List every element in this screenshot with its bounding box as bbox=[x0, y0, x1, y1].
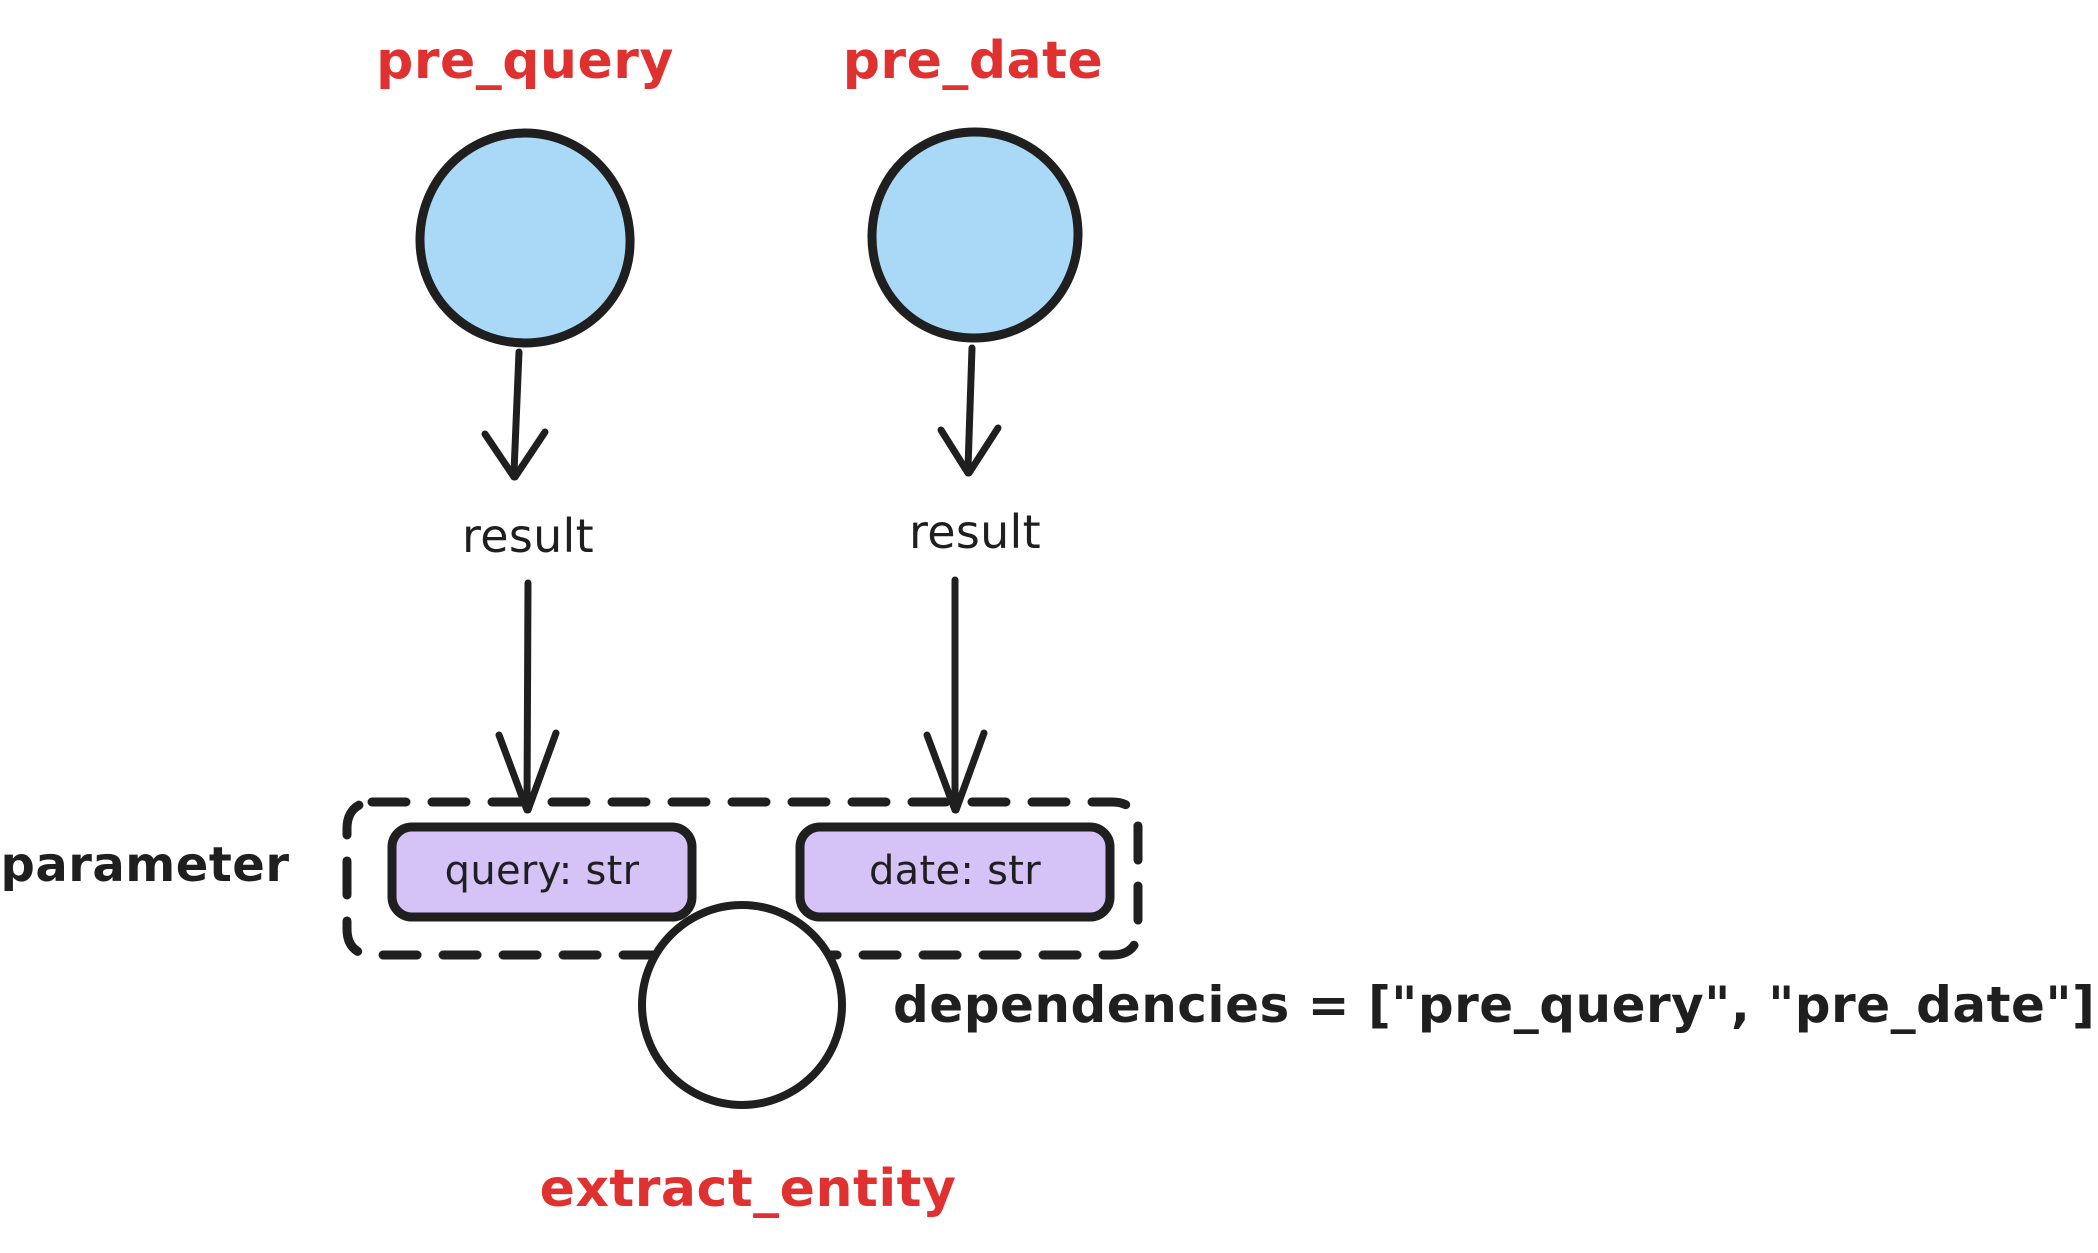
parameter-group-label: parameter bbox=[0, 837, 289, 893]
arrowhead-2-left bbox=[937, 426, 972, 477]
parameter-dashed-border bbox=[342, 797, 1143, 960]
parameter-chip-query-label: query: str bbox=[445, 848, 640, 894]
edge-line-1 bbox=[510, 348, 523, 476]
arrowhead-1-left bbox=[481, 430, 518, 481]
parameter-chip-query-box[interactable] bbox=[387, 822, 697, 922]
edge-pre-query-to-result bbox=[481, 348, 549, 481]
extract-entity-circle[interactable] bbox=[637, 900, 847, 1110]
node-label-pre-date: pre_date bbox=[843, 31, 1104, 91]
arrowhead-3-right bbox=[524, 729, 560, 814]
node-pre-query[interactable] bbox=[415, 128, 635, 348]
node-label-extract-entity: extract_entity bbox=[540, 1159, 957, 1219]
edge-result-to-query-param bbox=[495, 579, 560, 814]
dependencies-annotation: dependencies = ["pre_query", "pre_date"] bbox=[893, 976, 2095, 1034]
arrowhead-2-right bbox=[965, 424, 1002, 477]
edge-label-result-2: result bbox=[909, 505, 1041, 559]
edge-line-3 bbox=[523, 579, 532, 809]
edge-pre-date-to-result bbox=[937, 344, 1002, 477]
arrowhead-4-right bbox=[952, 729, 988, 814]
arrowhead-4-left bbox=[923, 731, 959, 814]
arrowhead-1-right bbox=[511, 428, 549, 481]
parameter-group-box bbox=[342, 797, 1143, 960]
edge-label-result-1: result bbox=[462, 509, 594, 563]
pre-query-circle[interactable] bbox=[415, 128, 635, 348]
node-label-pre-query: pre_query bbox=[376, 31, 674, 91]
parameter-chip-date-label: date: str bbox=[869, 848, 1041, 894]
pre-date-circle[interactable] bbox=[867, 127, 1083, 343]
edge-result-to-date-param bbox=[923, 576, 988, 814]
parameter-chip-date-box[interactable] bbox=[795, 822, 1115, 922]
node-extract-entity[interactable] bbox=[637, 900, 847, 1110]
edge-line-2 bbox=[964, 344, 976, 472]
parameter-chip-query[interactable]: query: str bbox=[387, 822, 697, 922]
node-pre-date[interactable] bbox=[867, 127, 1083, 343]
parameter-chip-date[interactable]: date: str bbox=[795, 822, 1115, 922]
